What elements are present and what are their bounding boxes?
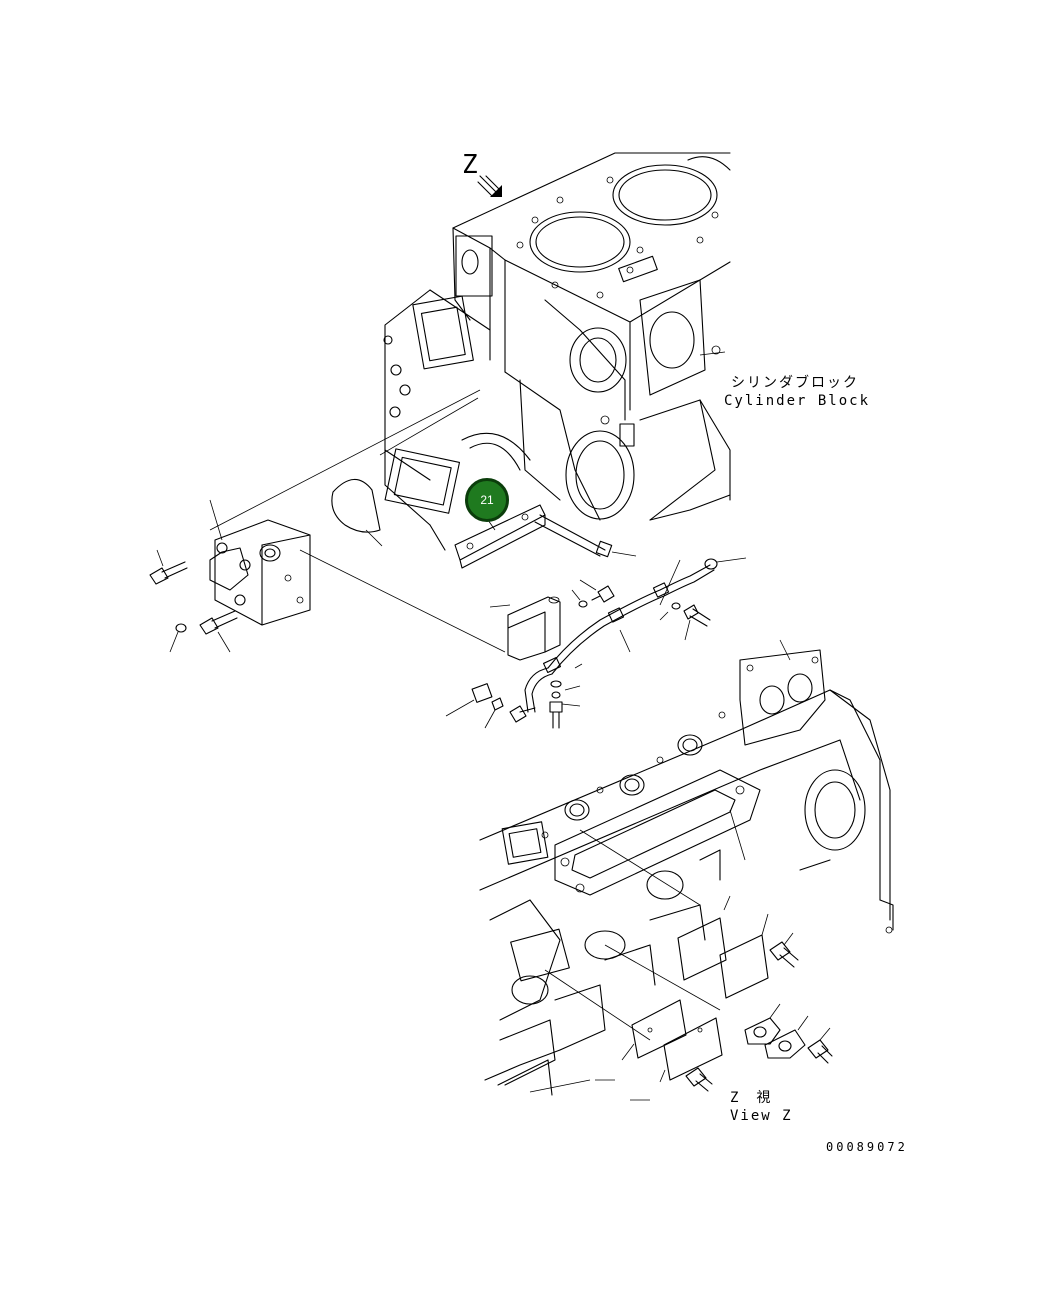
- cylinder-block-drawing: [383, 152, 731, 551]
- view-marker-letter: Z: [462, 150, 478, 180]
- gasket-outline: [331, 478, 381, 533]
- view-z-drawing: [479, 639, 894, 1101]
- view-direction-arrow: [477, 175, 502, 197]
- oil-pipe-assembly: [445, 557, 747, 729]
- view-z-label-jp: Z 視: [730, 1090, 773, 1106]
- pump-assembly: [209, 499, 311, 626]
- bracket-part: [454, 504, 546, 569]
- cylinder-block-label-en: Cylinder Block: [724, 393, 871, 409]
- view-z-label-en: View Z: [730, 1108, 793, 1124]
- drawing-number: 00089072: [826, 1140, 908, 1154]
- callout-21-badge[interactable]: 21: [465, 478, 509, 522]
- cylinder-block-label-jp: シリンダブロック: [731, 375, 859, 391]
- pump-bolts: [149, 549, 238, 653]
